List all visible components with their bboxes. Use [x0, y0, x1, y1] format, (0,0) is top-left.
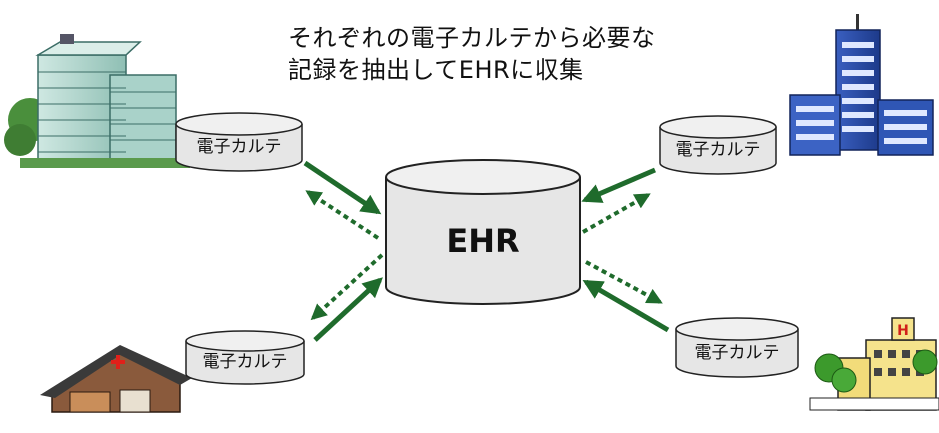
svg-text:H: H — [897, 323, 909, 339]
arrow-in-top-left — [303, 160, 382, 215]
inbound-arrows — [303, 160, 670, 342]
ehr-label: EHR — [446, 222, 519, 260]
ehr-node-top-left: 電子カルテ — [175, 112, 303, 172]
hospital-building-icon: H — [809, 317, 939, 411]
arrow-out-bottom-right — [585, 260, 663, 304]
node-label: 電子カルテ — [203, 352, 288, 372]
arrow-out-top-right — [582, 193, 651, 234]
arrow-out-top-left — [305, 190, 380, 240]
arrow-in-top-right — [581, 167, 656, 203]
hospital-tower-icon — [789, 14, 934, 156]
arrow-in-bottom-left — [313, 277, 383, 342]
ehr-node-bottom-right: 電子カルテ — [675, 317, 799, 378]
arrow-out-bottom-left — [310, 253, 384, 321]
clinic-house-icon — [40, 345, 192, 413]
ehr-database-cylinder: EHR — [385, 159, 581, 305]
caption-line-2: 記録を抽出してEHRに収集 — [288, 56, 584, 84]
arrow-in-bottom-right — [582, 279, 670, 333]
node-label: 電子カルテ — [695, 343, 780, 363]
node-label: 電子カルテ — [197, 137, 282, 157]
outbound-arrows — [305, 190, 663, 321]
ehr-node-top-right: 電子カルテ — [659, 115, 777, 175]
node-label: 電子カルテ — [676, 140, 761, 160]
ehr-node-bottom-left: 電子カルテ — [185, 330, 305, 385]
office-building-icon — [4, 34, 190, 168]
caption-line-1: それぞれの電子カルテから必要な — [288, 24, 656, 52]
